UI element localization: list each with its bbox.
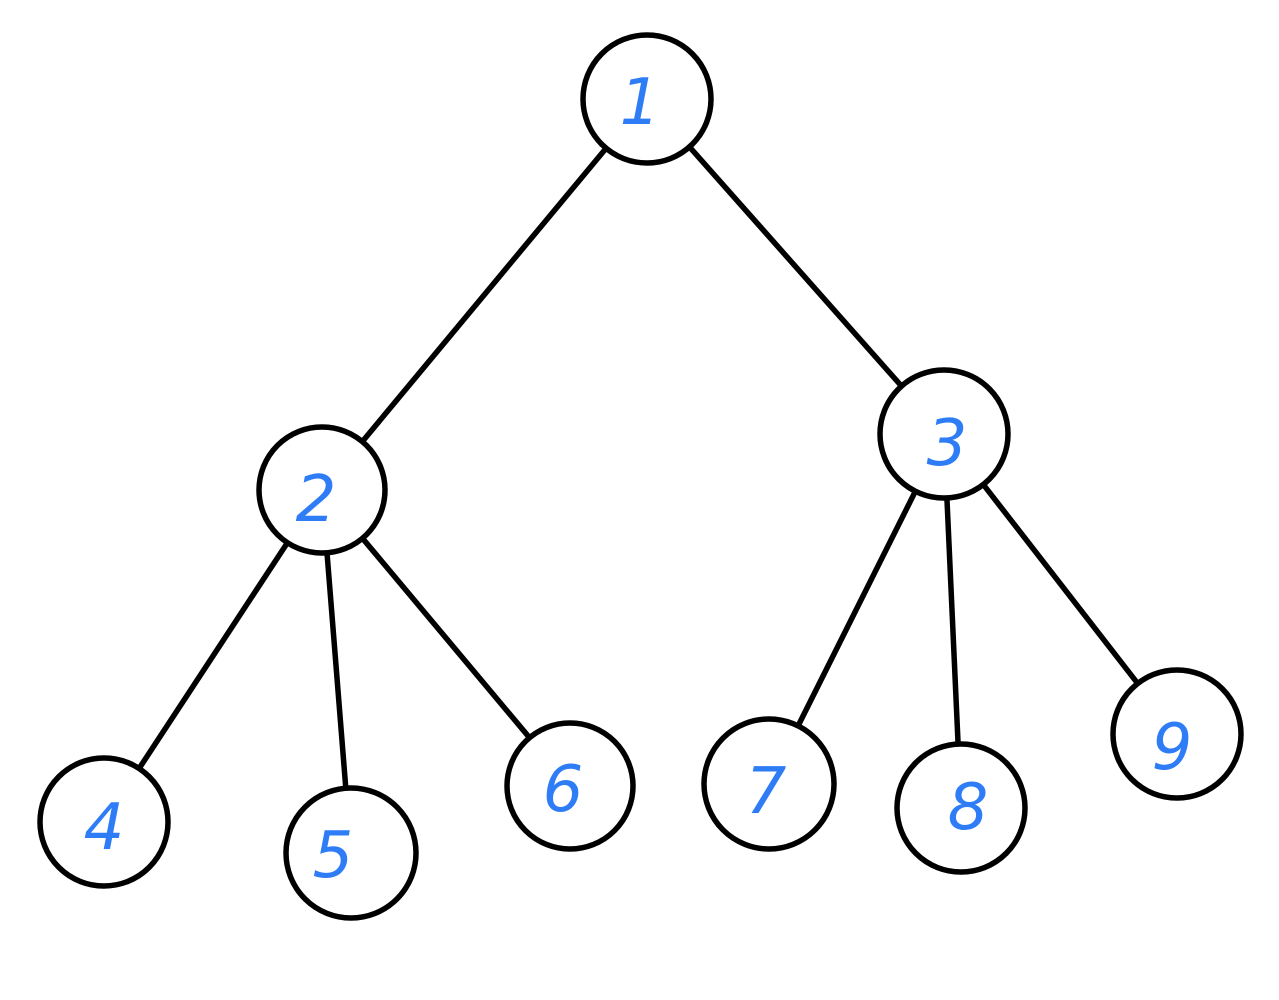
node-label: 2 bbox=[296, 463, 337, 537]
node-circle bbox=[1110, 667, 1244, 801]
node-circle bbox=[504, 720, 636, 852]
tree-node-2: 2 bbox=[256, 424, 388, 556]
node-circle bbox=[37, 755, 171, 889]
tree-edge-2-4 bbox=[136, 539, 291, 772]
tree-node-7: 7 bbox=[701, 716, 837, 852]
tree-node-4: 4 bbox=[37, 755, 171, 889]
node-label: 6 bbox=[543, 753, 584, 827]
tree-edge-1-2 bbox=[359, 145, 609, 445]
tree-edge-3-8 bbox=[944, 495, 961, 747]
tree-edge-1-3 bbox=[686, 144, 905, 389]
tree-edge-2-6 bbox=[359, 535, 533, 741]
tree-node-9: 9 bbox=[1110, 667, 1244, 801]
tree-edge-2-5 bbox=[324, 550, 349, 791]
edges-layer bbox=[136, 144, 1141, 791]
node-label: 9 bbox=[1152, 711, 1193, 785]
nodes-layer: 1 2 3 4 5 6 7 8 9 bbox=[37, 32, 1244, 921]
tree-node-5: 5 bbox=[283, 785, 419, 921]
node-circle bbox=[283, 785, 419, 921]
tree-node-6: 6 bbox=[504, 720, 636, 852]
tree-node-1: 1 bbox=[580, 32, 714, 166]
node-circle bbox=[877, 367, 1011, 501]
node-circle bbox=[256, 424, 388, 556]
node-circle bbox=[580, 32, 714, 166]
tree-edge-3-9 bbox=[980, 481, 1141, 687]
node-label: 3 bbox=[927, 407, 968, 481]
tree-edge-3-7 bbox=[795, 488, 919, 729]
node-label: 4 bbox=[84, 791, 125, 865]
tree-node-3: 3 bbox=[877, 367, 1011, 501]
node-label: 1 bbox=[620, 66, 661, 140]
tree-node-8: 8 bbox=[894, 741, 1028, 875]
node-label: 7 bbox=[746, 755, 787, 829]
node-label: 5 bbox=[313, 819, 354, 893]
node-circle bbox=[701, 716, 837, 852]
node-circle bbox=[894, 741, 1028, 875]
node-label: 8 bbox=[948, 771, 989, 845]
